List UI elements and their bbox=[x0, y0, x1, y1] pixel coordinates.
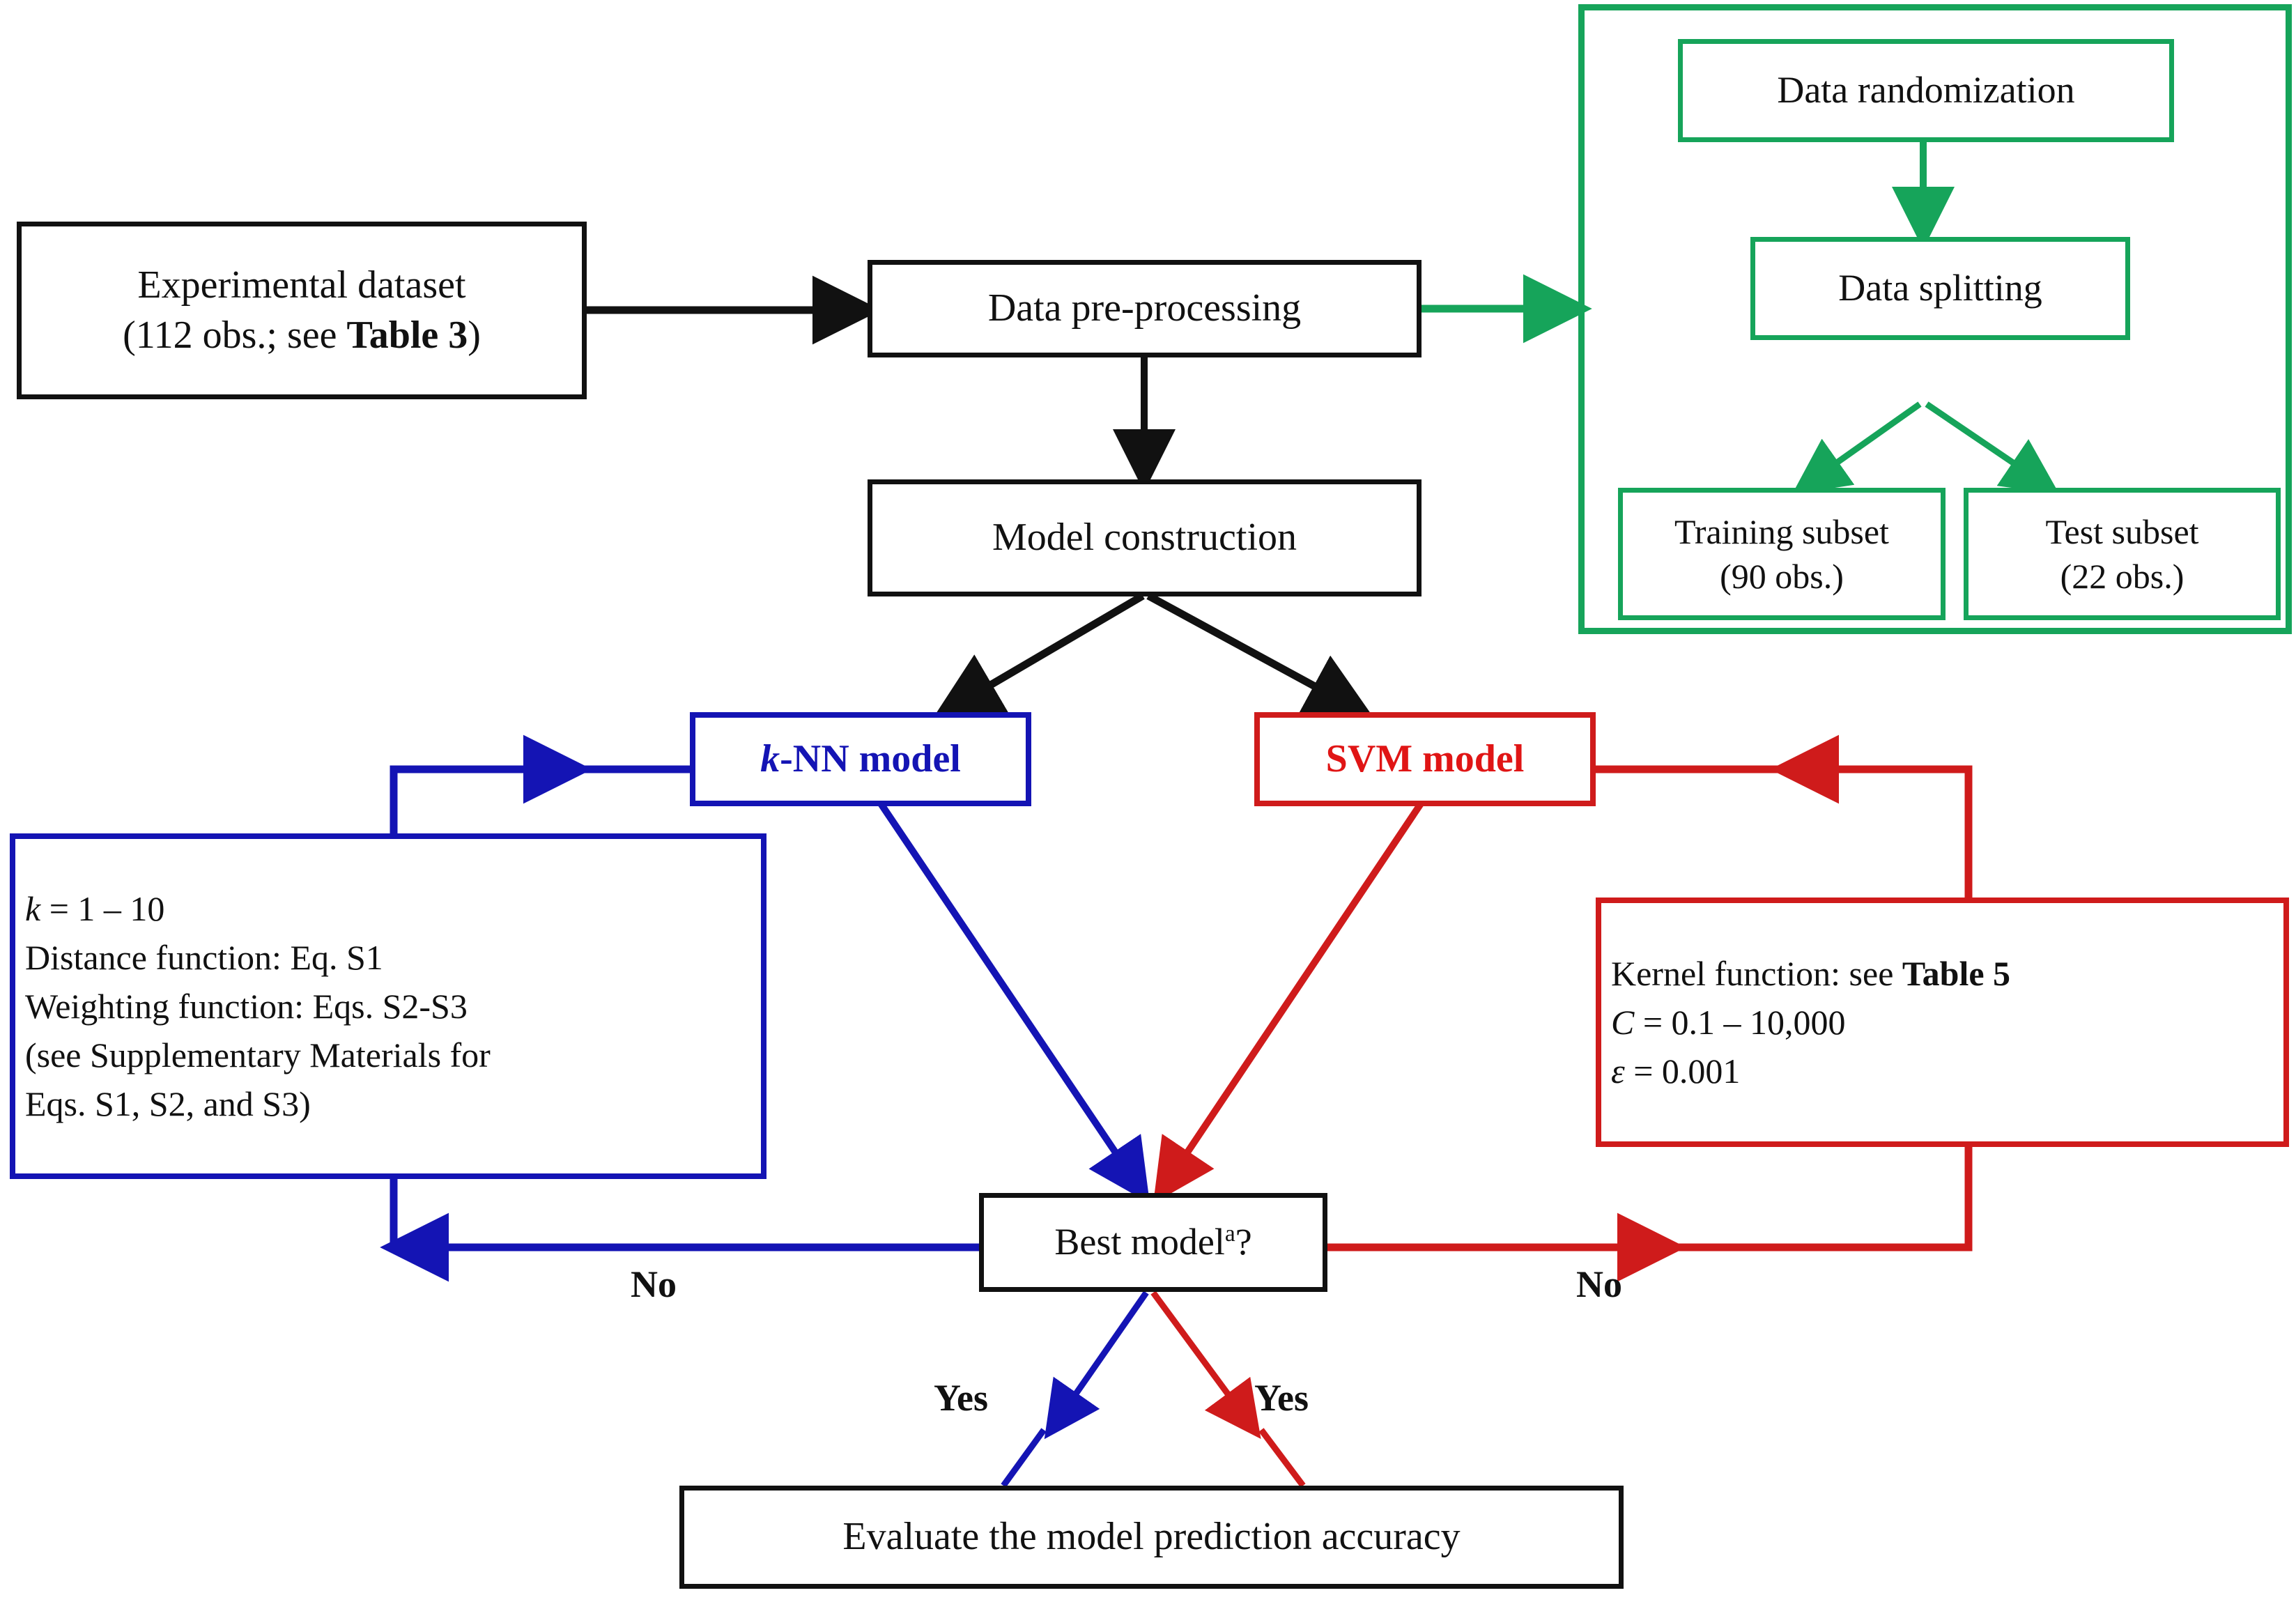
data-splitting-label: Data splitting bbox=[1838, 267, 2042, 309]
node-best-model[interactable]: Best modela? bbox=[979, 1193, 1327, 1292]
node-knn-parameters[interactable]: k = 1 – 10 Distance function: Eq. S1 Wei… bbox=[10, 833, 766, 1179]
knn-param-k-range: = 1 – 10 bbox=[40, 889, 165, 928]
experimental-dataset-text: Experimental dataset (112 obs.; see Tabl… bbox=[22, 261, 582, 360]
edge-splitting-to-test bbox=[1925, 401, 2060, 495]
node-experimental-dataset[interactable]: Experimental dataset (112 obs.; see Tabl… bbox=[17, 222, 587, 399]
knn-model-text: k-NN model bbox=[695, 734, 1026, 785]
svm-param-line3: ε = 0.001 bbox=[1611, 1049, 2274, 1093]
node-model-construction[interactable]: Model construction bbox=[868, 479, 1421, 596]
node-svm-model[interactable]: SVM model bbox=[1254, 712, 1596, 806]
evaluate-accuracy-label: Evaluate the model prediction accuracy bbox=[842, 1515, 1461, 1559]
training-subset-line1: Training subset bbox=[1674, 512, 1889, 551]
experimental-dataset-line2-suffix: ) bbox=[468, 313, 481, 357]
test-subset-line2: (22 obs.) bbox=[2060, 557, 2185, 596]
edge-knn-to-best-model bbox=[863, 780, 1150, 1203]
edge-best-model-yes-red bbox=[1150, 1291, 1261, 1440]
test-subset-text: Test subset (22 obs.) bbox=[1968, 509, 2276, 599]
knn-parameters-text: k = 1 – 10 Distance function: Eq. S1 Wei… bbox=[15, 882, 761, 1130]
knn-param-k: k bbox=[25, 889, 41, 928]
node-test-subset[interactable]: Test subset (22 obs.) bbox=[1964, 488, 2281, 620]
data-randomization-label: Data randomization bbox=[1777, 69, 2075, 111]
svm-param-epsilon-value: = 0.001 bbox=[1624, 1052, 1741, 1091]
edge-yes-red-tail bbox=[1258, 1428, 1306, 1488]
training-subset-text: Training subset (90 obs.) bbox=[1623, 509, 1941, 599]
edge-splitting-to-training bbox=[1792, 401, 1922, 495]
data-preprocessing-label: Data pre-processing bbox=[987, 286, 1302, 330]
svm-param-epsilon: ε bbox=[1611, 1052, 1625, 1091]
label-no-left: No bbox=[631, 1263, 677, 1305]
edge-model-construction-to-svm bbox=[1146, 592, 1375, 719]
node-training-subset[interactable]: Training subset (90 obs.) bbox=[1618, 488, 1946, 620]
edge-svm-to-best-model bbox=[1153, 780, 1439, 1203]
knn-param-line1: k = 1 – 10 bbox=[25, 886, 751, 931]
label-no-right: No bbox=[1576, 1263, 1622, 1305]
node-data-splitting[interactable]: Data splitting bbox=[1750, 237, 2130, 340]
svm-model-label: SVM model bbox=[1325, 737, 1525, 780]
experimental-dataset-table-ref: Table 3 bbox=[346, 313, 468, 357]
svm-param-kernel-prefix: Kernel function: see bbox=[1611, 954, 1902, 993]
best-model-text: Best modela? bbox=[984, 1218, 1323, 1266]
best-model-superscript: a bbox=[1224, 1221, 1235, 1247]
test-subset-line1: Test subset bbox=[2045, 512, 2199, 551]
data-split-container bbox=[1578, 4, 2292, 634]
svm-param-line1: Kernel function: see Table 5 bbox=[1611, 951, 2274, 996]
best-model-suffix: ? bbox=[1235, 1221, 1252, 1263]
svm-param-c-range: = 0.1 – 10,000 bbox=[1634, 1003, 1846, 1042]
label-yes-left: Yes bbox=[934, 1377, 988, 1419]
experimental-dataset-line2-prefix: (112 obs.; see bbox=[123, 313, 347, 357]
knn-model-label-k: k bbox=[760, 737, 780, 780]
node-svm-parameters[interactable]: Kernel function: see Table 5 C = 0.1 – 1… bbox=[1596, 898, 2289, 1147]
node-knn-model[interactable]: k-NN model bbox=[690, 712, 1031, 806]
knn-param-line2: Distance function: Eq. S1 bbox=[25, 938, 383, 977]
model-construction-label: Model construction bbox=[992, 516, 1297, 560]
knn-param-line3: Weighting function: Eqs. S2-S3 bbox=[25, 987, 468, 1026]
svm-param-c: C bbox=[1611, 1003, 1635, 1042]
node-data-randomization[interactable]: Data randomization bbox=[1678, 39, 2174, 142]
edge-best-model-yes-blue bbox=[1044, 1291, 1149, 1440]
edge-yes-blue-tail bbox=[1001, 1428, 1047, 1488]
best-model-label: Best model bbox=[1054, 1221, 1225, 1263]
label-yes-right: Yes bbox=[1254, 1377, 1309, 1419]
node-data-preprocessing[interactable]: Data pre-processing bbox=[868, 260, 1421, 357]
node-evaluate-accuracy[interactable]: Evaluate the model prediction accuracy bbox=[679, 1486, 1624, 1589]
knn-model-label-rest: -NN model bbox=[780, 737, 961, 780]
knn-param-line4: (see Supplementary Materials for bbox=[25, 1035, 491, 1075]
experimental-dataset-line1: Experimental dataset bbox=[137, 263, 466, 307]
edge-model-construction-to-knn bbox=[932, 592, 1145, 720]
svm-parameters-text: Kernel function: see Table 5 C = 0.1 – 1… bbox=[1601, 947, 2283, 1097]
knn-param-line5: Eqs. S1, S2, and S3) bbox=[25, 1084, 311, 1123]
svm-param-line2: C = 0.1 – 10,000 bbox=[1611, 1000, 2274, 1045]
training-subset-line2: (90 obs.) bbox=[1720, 557, 1844, 596]
svm-param-table-ref: Table 5 bbox=[1902, 954, 2011, 993]
